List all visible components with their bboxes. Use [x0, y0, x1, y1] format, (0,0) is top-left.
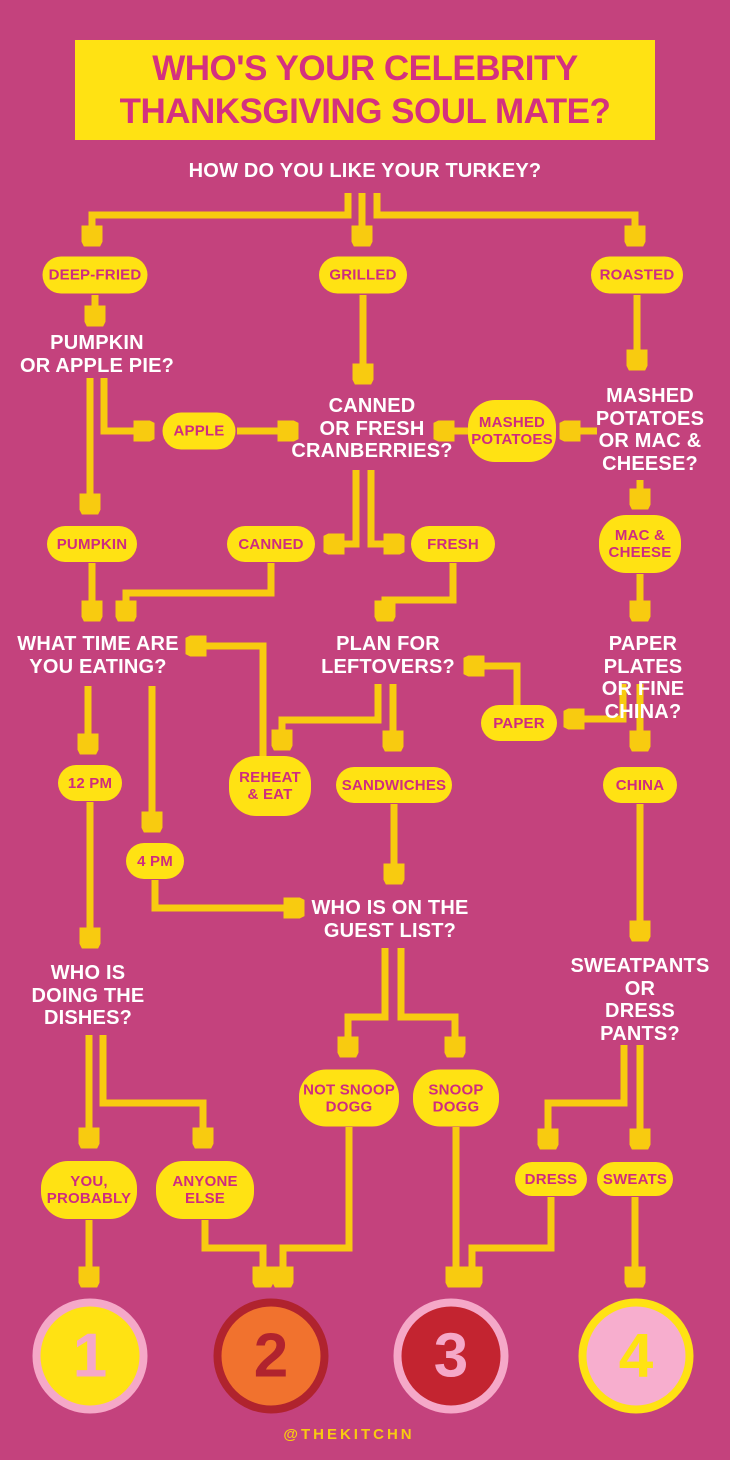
answer-pill-4pm: 4 PM	[126, 843, 184, 879]
answer-pill-canned: CANNED	[227, 526, 315, 562]
title-banner: WHO'S YOUR CELEBRITY THANKSGIVING SOUL M…	[75, 40, 655, 140]
answer-pill-apple: APPLE	[162, 412, 236, 450]
answer-pill-snoop-dogg: SNOOP DOGG	[413, 1069, 499, 1127]
result-number-4: 4	[618, 1321, 654, 1391]
question-time: WHAT TIME ARE YOU EATING?	[17, 633, 179, 678]
answer-pill-fresh: FRESH	[411, 526, 495, 562]
result-number-3: 3	[433, 1321, 469, 1391]
question-sides: MASHED POTATOES OR MAC & CHEESE?	[595, 385, 705, 475]
answer-pill-you-probably: YOU, PROBABLY	[41, 1161, 137, 1219]
answer-pill-dress: DRESS	[515, 1162, 587, 1196]
result-circle-4: 4	[578, 1298, 694, 1414]
answer-pill-mashed-potatoes: MASHED POTATOES	[468, 400, 556, 462]
question-cranberries: CANNED OR FRESH CRANBERRIES?	[291, 395, 453, 462]
answer-pill-china: CHINA	[603, 767, 677, 803]
question-pie: PUMPKIN OR APPLE PIE?	[19, 332, 175, 377]
answer-pill-roasted: ROASTED	[591, 256, 683, 294]
credit-handle: @THEKITCHN	[283, 1426, 415, 1443]
question-leftovers: PLAN FOR LEFTOVERS?	[321, 633, 455, 678]
answer-pill-12pm: 12 PM	[58, 765, 122, 801]
answer-pill-paper: PAPER	[481, 705, 557, 741]
answer-pill-reheat-eat: REHEAT & EAT	[229, 756, 311, 816]
question-dishes: WHO IS DOING THE DISHES?	[31, 962, 145, 1029]
answer-pill-sandwiches: SANDWICHES	[336, 767, 452, 803]
answer-pill-mac-cheese: MAC & CHEESE	[599, 515, 681, 573]
answer-pill-anyone-else: ANYONE ELSE	[156, 1161, 254, 1219]
question-turkey: HOW DO YOU LIKE YOUR TURKEY?	[188, 160, 542, 182]
result-circle-3: 3	[393, 1298, 509, 1414]
answer-pill-deep-fried: DEEP-FRIED	[42, 256, 148, 294]
question-plates: PAPER PLATES OR FINE CHINA?	[601, 633, 685, 723]
result-number-2: 2	[253, 1321, 289, 1391]
question-pants: SWEATPANTS OR DRESS PANTS?	[570, 955, 710, 1045]
result-circle-1: 1	[32, 1298, 148, 1414]
answer-pill-grilled: GRILLED	[319, 256, 407, 294]
answer-pill-pumpkin: PUMPKIN	[47, 526, 137, 562]
result-circle-2: 2	[213, 1298, 329, 1414]
answer-pill-sweats: SWEATS	[597, 1162, 673, 1196]
result-number-1: 1	[72, 1321, 108, 1391]
question-guest-list: WHO IS ON THE GUEST LIST?	[311, 897, 469, 942]
answer-pill-not-snoop-dogg: NOT SNOOP DOGG	[299, 1069, 399, 1127]
page-title: WHO'S YOUR CELEBRITY THANKSGIVING SOUL M…	[119, 49, 611, 131]
